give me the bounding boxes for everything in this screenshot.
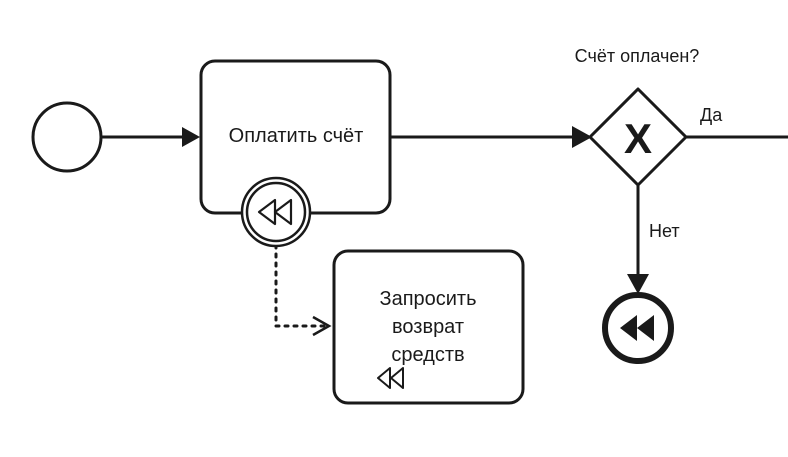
compensation-end-event[interactable]	[602, 292, 674, 364]
boundary-compensation-event[interactable]	[240, 176, 312, 248]
gateway-label: Счёт оплачен?	[575, 46, 700, 66]
task-pay-invoice[interactable]: Оплатить счёт	[199, 59, 392, 215]
exclusive-gateway[interactable]: X	[588, 87, 688, 187]
task-refund-label-line-1: Запросить	[379, 288, 476, 310]
flow-gateway-no[interactable]	[627, 184, 649, 294]
flow-pay-to-gateway[interactable]	[390, 126, 592, 148]
flow-start-to-pay[interactable]	[102, 127, 200, 147]
flow-no-label: Нет	[649, 221, 680, 241]
task-pay-invoice-label: Оплатить счёт	[229, 125, 364, 147]
gateway-marker-x: X	[624, 115, 652, 162]
compensation-association[interactable]	[274, 243, 332, 337]
start-event[interactable]	[31, 101, 103, 173]
rewind-icon	[377, 367, 404, 389]
task-request-refund[interactable]: Запросить возврат средств	[332, 249, 525, 405]
task-refund-label-line-2: возврат	[392, 316, 464, 338]
rewind-filled-icon	[620, 315, 654, 341]
task-refund-label-line-3: средств	[391, 344, 464, 366]
rewind-icon	[257, 198, 293, 226]
flow-yes-label: Да	[700, 105, 723, 125]
